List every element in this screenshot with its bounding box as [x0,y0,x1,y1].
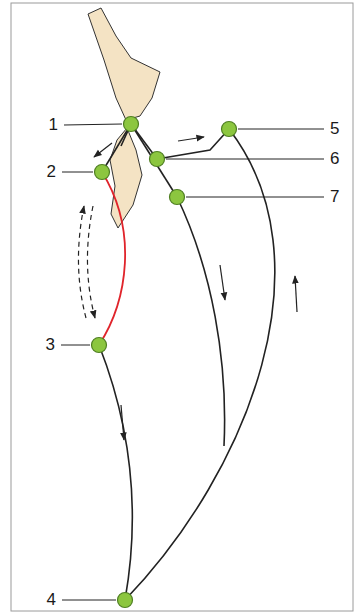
flow-arrow [220,265,225,300]
leader-line [62,600,116,601]
upper-tooth [88,8,160,120]
leader-line [186,197,324,198]
lymph-node-dot [124,117,139,132]
vessel [99,345,132,600]
callout-number: 5 [328,119,341,139]
flow-arrow [94,143,112,157]
dashed-arrow [78,206,86,318]
red-vessel [99,172,125,345]
flow-arrow [295,276,297,312]
lymph-node-dot [92,338,107,353]
callout-number: 2 [45,162,58,182]
leader-line [61,345,90,346]
frame [11,3,353,611]
vessel [131,124,177,197]
flow-arrow [121,405,124,440]
leader-line [238,129,324,130]
callout-number: 1 [47,115,60,135]
callout-number: 7 [328,187,341,207]
vessel [125,129,275,600]
lymph-node-dot [150,152,165,167]
flow-arrow [178,137,204,141]
dashed-arrow [87,206,95,318]
callout-number: 3 [44,335,57,355]
callout-number: 6 [328,149,341,169]
lower-tooth [110,128,142,228]
lymph-node-dot [170,190,185,205]
lymph-node-dot [95,165,110,180]
leader-line [64,124,122,125]
vessel [177,197,225,446]
callout-number: 4 [45,590,58,610]
lymph-node-dot [222,122,237,137]
vessel [157,129,229,159]
leader-line [166,159,324,160]
lymph-node-dot [118,593,133,608]
leader-line [62,172,93,173]
